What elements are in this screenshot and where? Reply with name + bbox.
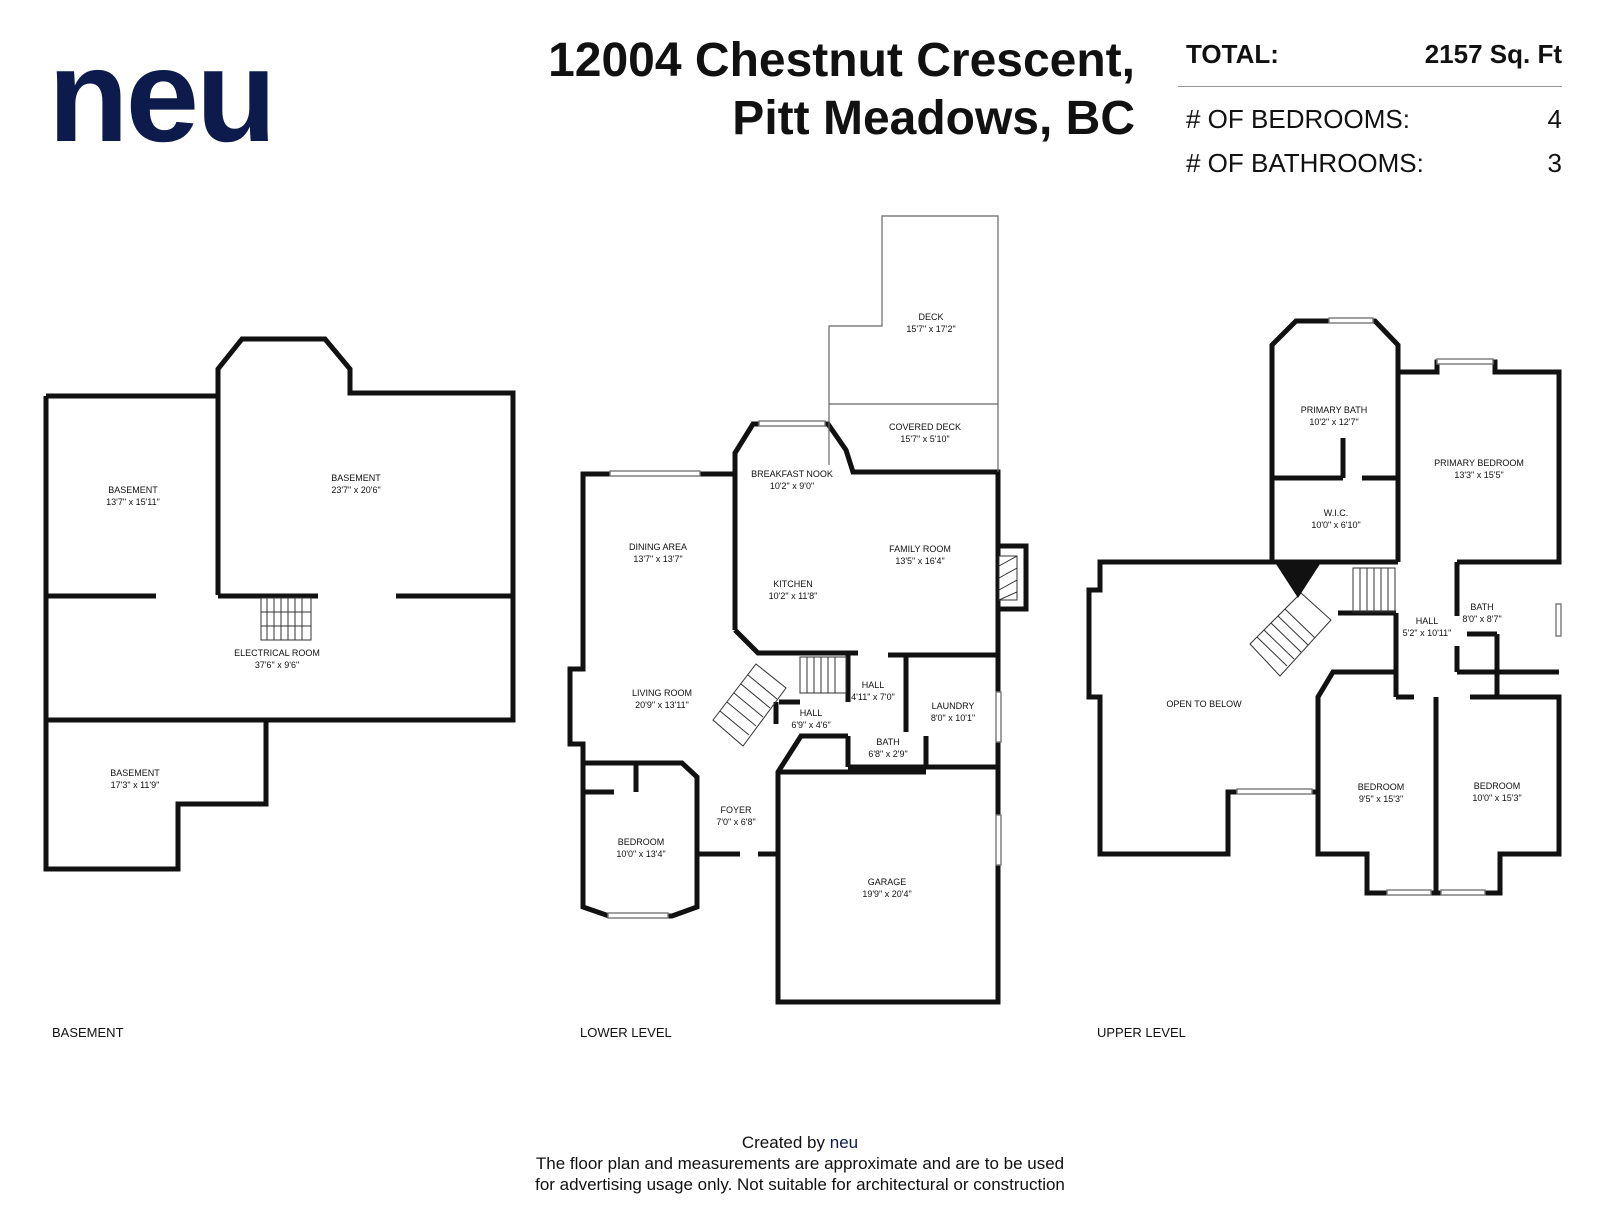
room-laundry-size: 8'0" x 10'1" bbox=[931, 713, 975, 723]
address-line-1: 12004 Chestnut Crescent, bbox=[548, 34, 1135, 87]
room-hall-upper-size: 5'2" x 10'11" bbox=[1403, 628, 1452, 638]
footer-created-by: Created by neu bbox=[0, 1132, 1600, 1153]
room-basement-nw-size: 13'7" x 15'11" bbox=[106, 497, 160, 507]
room-bedroom-lower-name: BEDROOM bbox=[618, 837, 665, 847]
room-family-room-size: 13'5" x 16'4" bbox=[895, 556, 944, 566]
room-dining-area-name: DINING AREA bbox=[629, 542, 687, 552]
room-covered-deck-name: COVERED DECK bbox=[889, 422, 961, 432]
room-breakfast-nook-size: 10'2" x 9'0" bbox=[770, 481, 814, 491]
level-label-lower: LOWER LEVEL bbox=[580, 1025, 672, 1040]
room-covered-deck-size: 15'7" x 5'10" bbox=[900, 434, 949, 444]
room-primary-bedroom-size: 13'3" x 15'5" bbox=[1454, 470, 1503, 480]
bedrooms-label: # OF BEDROOMS: bbox=[1186, 103, 1410, 134]
room-labels: BASEMENT 13'7" x 15'11" BASEMENT 23'7" x… bbox=[106, 312, 1524, 899]
footer-disclaimer: Created by neu The floor plan and measur… bbox=[0, 1132, 1600, 1195]
level-label-upper: UPPER LEVEL bbox=[1097, 1025, 1186, 1040]
stairs-lower-icon bbox=[712, 656, 847, 747]
property-address: 12004 Chestnut Crescent, Pitt Meadows, B… bbox=[548, 32, 1135, 148]
room-basement-ne-name: BASEMENT bbox=[331, 473, 381, 483]
total-label: TOTAL: bbox=[1186, 38, 1279, 69]
footer-created-prefix: Created by bbox=[741, 1133, 830, 1152]
bedrooms-value: 4 bbox=[1547, 103, 1562, 134]
room-bedroom-lower-size: 10'0" x 13'4" bbox=[616, 849, 665, 859]
stair-void-icon bbox=[1276, 564, 1320, 598]
stairs-basement-icon bbox=[260, 597, 312, 641]
room-foyer-name: FOYER bbox=[720, 805, 752, 815]
room-hall-lower-2-name: HALL bbox=[800, 708, 823, 718]
room-bath-upper-name: BATH bbox=[1470, 602, 1493, 612]
room-hall-upper-name: HALL bbox=[1416, 616, 1439, 626]
upper-level-plan bbox=[1086, 318, 1562, 896]
room-breakfast-nook-name: BREAKFAST NOOK bbox=[751, 469, 833, 479]
bathrooms-label: # OF BATHROOMS: bbox=[1186, 147, 1424, 178]
room-hall-lower-1-name: HALL bbox=[862, 680, 885, 690]
room-wic-name: W.I.C. bbox=[1324, 508, 1349, 518]
level-label-basement: BASEMENT bbox=[52, 1025, 124, 1040]
deck-outline bbox=[828, 215, 999, 472]
room-electrical-size: 37'6" x 9'6" bbox=[255, 660, 299, 670]
window-markers bbox=[607, 317, 1562, 919]
stairs-upper-icon bbox=[1249, 567, 1396, 677]
room-primary-bath-name: PRIMARY BATH bbox=[1301, 405, 1368, 415]
room-basement-sw-name: BASEMENT bbox=[110, 768, 160, 778]
room-kitchen-size: 10'2" x 11'8" bbox=[769, 591, 818, 601]
bathrooms-row: # OF BATHROOMS: 3 bbox=[1186, 141, 1562, 185]
address-line-2: Pitt Meadows, BC bbox=[732, 92, 1135, 145]
bathrooms-value: 3 bbox=[1547, 147, 1562, 178]
room-deck-size: 15'7" x 17'2" bbox=[906, 324, 955, 334]
basement-plan bbox=[43, 336, 516, 872]
neu-logo: neu bbox=[48, 22, 277, 169]
room-living-room-name: LIVING ROOM bbox=[632, 688, 692, 698]
room-wic-size: 10'0" x 6'10" bbox=[1311, 520, 1360, 530]
room-open-to-below-name: OPEN TO BELOW bbox=[1166, 699, 1242, 709]
room-primary-bath-size: 10'2" x 12'7" bbox=[1309, 417, 1358, 427]
room-bedroom-upper-1-name: BEDROOM bbox=[1358, 782, 1405, 792]
room-basement-sw-size: 17'3" x 11'9" bbox=[111, 780, 160, 790]
fireplace-icon bbox=[998, 555, 1018, 601]
room-foyer-size: 7'0" x 6'8" bbox=[716, 817, 755, 827]
stats-divider bbox=[1178, 86, 1562, 87]
room-kitchen-name: KITCHEN bbox=[773, 579, 813, 589]
room-deck-name: DECK bbox=[918, 312, 943, 322]
room-laundry-name: LAUNDRY bbox=[932, 701, 975, 711]
room-bath-upper-size: 8'0" x 8'7" bbox=[1462, 614, 1501, 624]
room-hall-lower-1-size: 4'11" x 7'0" bbox=[851, 692, 895, 702]
footer-line-3: for advertising usage only. Not suitable… bbox=[535, 1175, 1065, 1194]
room-electrical-name: ELECTRICAL ROOM bbox=[234, 648, 320, 658]
room-primary-bedroom-name: PRIMARY BEDROOM bbox=[1434, 458, 1524, 468]
room-garage-name: GARAGE bbox=[868, 877, 907, 887]
room-living-room-size: 20'9" x 13'11" bbox=[635, 700, 689, 710]
room-basement-ne-size: 23'7" x 20'6" bbox=[331, 485, 380, 495]
bedrooms-row: # OF BEDROOMS: 4 bbox=[1186, 97, 1562, 141]
total-value: 2157 Sq. Ft bbox=[1424, 38, 1562, 69]
room-garage-size: 19'9" x 20'4" bbox=[862, 889, 911, 899]
room-bedroom-upper-2-name: BEDROOM bbox=[1474, 781, 1521, 791]
lower-level-plan bbox=[567, 421, 1029, 1005]
room-dining-area-size: 13'7" x 13'7" bbox=[633, 554, 682, 564]
total-row: TOTAL: 2157 Sq. Ft bbox=[1186, 36, 1562, 72]
room-family-room-name: FAMILY ROOM bbox=[889, 544, 951, 554]
property-stats: TOTAL: 2157 Sq. Ft # OF BEDROOMS: 4 # OF… bbox=[1178, 36, 1562, 185]
room-bedroom-upper-2-size: 10'0" x 15'3" bbox=[1472, 793, 1521, 803]
footer-created-brand: neu bbox=[829, 1133, 859, 1152]
room-basement-nw-name: BASEMENT bbox=[108, 485, 158, 495]
room-bedroom-upper-1-size: 9'5" x 15'3" bbox=[1359, 794, 1403, 804]
room-bath-lower-name: BATH bbox=[876, 737, 899, 747]
room-hall-lower-2-size: 6'9" x 4'6" bbox=[791, 720, 830, 730]
room-bath-lower-size: 6'8" x 2'9" bbox=[868, 749, 907, 759]
footer-line-2: The floor plan and measurements are appr… bbox=[535, 1154, 1065, 1173]
